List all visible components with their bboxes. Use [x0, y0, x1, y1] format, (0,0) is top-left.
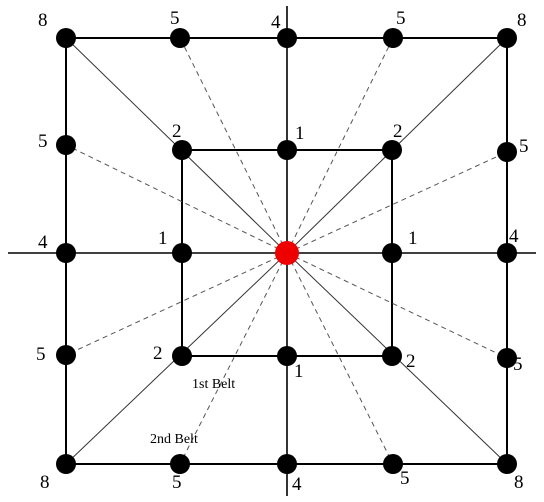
label-right-lower-mid: 5: [513, 354, 523, 375]
node-inner-bottom: [277, 346, 297, 366]
label-left-lower-mid: 5: [36, 344, 46, 365]
node-bottom-right-mid: [383, 454, 403, 474]
node-left-center: [56, 243, 76, 263]
node-inner-bl: [172, 346, 192, 366]
node-left-lower-mid: [56, 345, 76, 365]
label-inner-tr: 2: [393, 121, 403, 142]
ray-bottom-left: [179, 252, 288, 465]
label-bottom-right-mid: 5: [400, 468, 410, 489]
label-left-upper-mid: 5: [38, 131, 48, 152]
label-right-center: 4: [509, 226, 519, 247]
label-bottom-center: 4: [292, 474, 302, 495]
node-corner-br: [497, 454, 517, 474]
first-belt-label: 1st Belt: [192, 377, 235, 392]
ray-top-right: [286, 37, 394, 254]
label-corner-tl: 8: [38, 10, 48, 31]
node-inner-br: [382, 346, 402, 366]
ray-left-upper: [65, 144, 288, 254]
label-bottom-left-mid: 5: [172, 472, 182, 493]
node-bottom-left-mid: [170, 454, 190, 474]
label-right-upper-mid: 5: [519, 136, 529, 157]
ray-right-upper: [286, 151, 508, 254]
label-inner-right: 1: [408, 228, 418, 249]
ray-bottom-right: [286, 252, 394, 465]
center-node: [275, 241, 299, 265]
node-left-upper-mid: [56, 135, 76, 155]
label-top-left-mid: 5: [170, 8, 180, 29]
ray-left-lower: [65, 252, 288, 356]
belt-labels: 1st Belt 2nd Belt: [150, 377, 235, 447]
label-corner-br: 8: [514, 472, 524, 493]
node-corner-bl: [56, 454, 76, 474]
label-inner-br: 2: [406, 351, 416, 372]
label-inner-bl: 2: [153, 343, 163, 364]
label-inner-tl: 2: [172, 121, 182, 142]
nodes: [56, 28, 517, 474]
node-inner-left: [172, 243, 192, 263]
axis-lines: [8, 6, 536, 496]
node-bottom-center: [277, 454, 297, 474]
label-inner-left: 1: [158, 228, 168, 249]
node-right-lower-mid: [497, 348, 517, 368]
node-inner-top: [277, 140, 297, 160]
node-inner-right: [382, 243, 402, 263]
node-right-center: [497, 243, 517, 263]
label-left-center: 4: [38, 232, 48, 253]
label-inner-bottom: 1: [294, 361, 304, 382]
label-top-center: 4: [271, 12, 281, 33]
node-top-left-mid: [170, 28, 190, 48]
label-inner-top: 1: [295, 123, 305, 144]
ray-top-left: [179, 37, 288, 254]
node-labels: 8 5 4 5 8 5 4 5 5 4 5 8 5 4 5 8 2 1 2 1 …: [36, 8, 529, 495]
node-inner-tr: [382, 140, 402, 160]
node-top-center: [277, 28, 297, 48]
label-top-right-mid: 5: [396, 8, 406, 29]
ray-right-lower: [286, 252, 508, 359]
second-belt-label: 2nd Belt: [150, 432, 198, 447]
node-corner-tr: [497, 28, 517, 48]
node-inner-tl: [172, 140, 192, 160]
node-top-right-mid: [383, 28, 403, 48]
label-corner-bl: 8: [40, 472, 50, 493]
dashed-rays: [65, 37, 508, 465]
node-right-upper-mid: [497, 142, 517, 162]
label-corner-tr: 8: [517, 10, 527, 31]
node-corner-tl: [56, 28, 76, 48]
